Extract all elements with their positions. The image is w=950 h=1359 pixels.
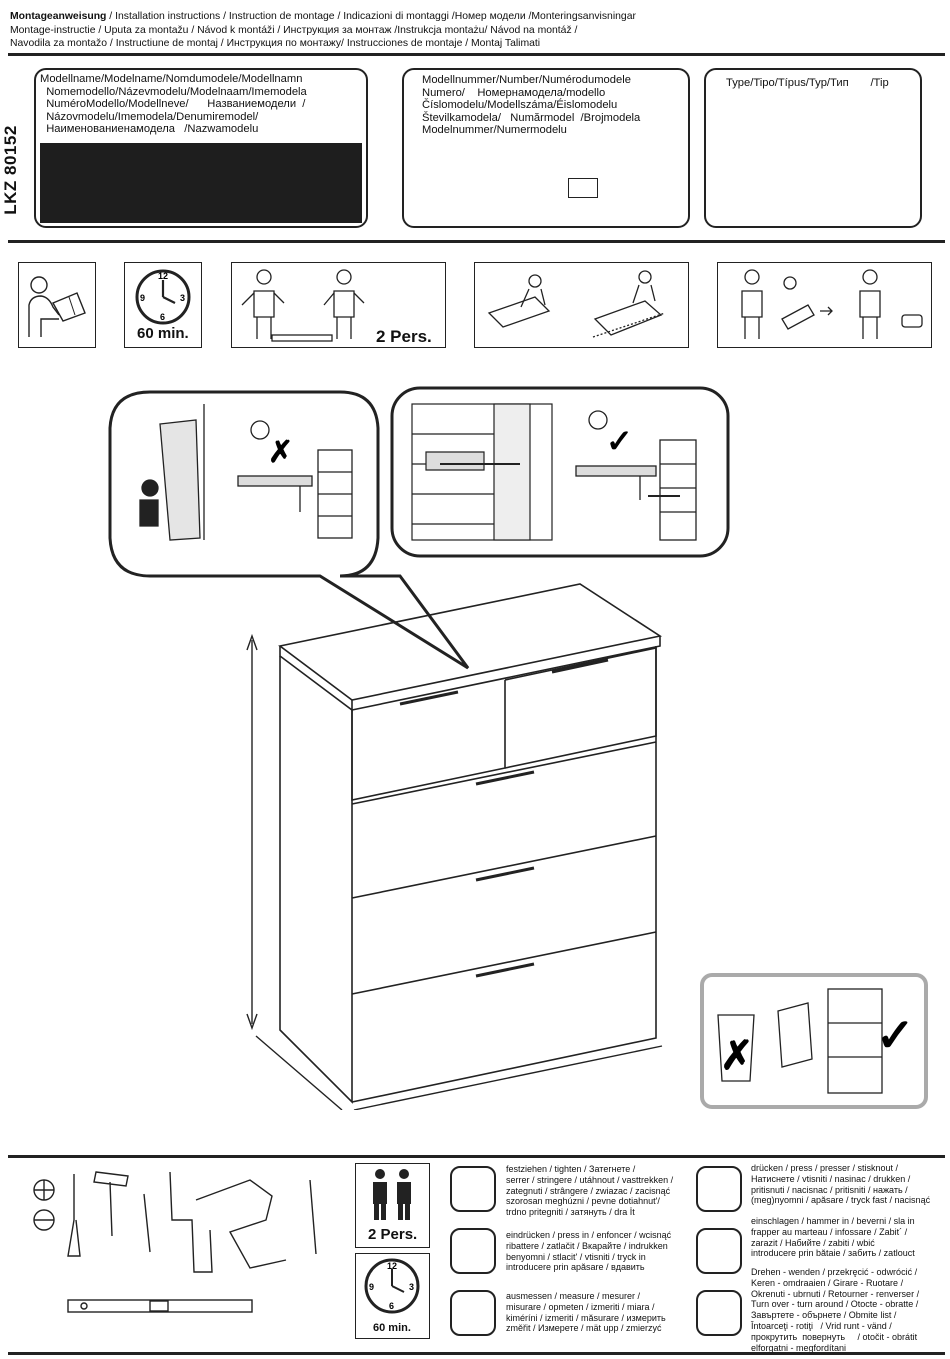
bottom-clock-icon: 12 3 6 9 [364, 1258, 420, 1314]
panel-two-persons: 2 Pers. [231, 262, 446, 348]
legend-turn-over: Drehen - wenden / przekręcić - odwrócić … [751, 1267, 920, 1353]
header-line-3: Navodila za montažo / Instructiune de mo… [10, 38, 541, 49]
panel-call-support [717, 262, 932, 348]
carry-carton-icon [487, 270, 666, 338]
bottom-clock-12: 12 [387, 1261, 397, 1271]
time-label: 60 min. [137, 325, 189, 342]
legend-hammer-in: einschlagen / hammer in / beverni / sla … [751, 1216, 915, 1259]
clock-9: 9 [140, 293, 145, 303]
legend-tighten: festziehen / tighten / Затегнете / serre… [506, 1164, 674, 1218]
model-number-box: Modellnummer/Number/Numérodumodele Numer… [402, 68, 690, 228]
two-workers-icon [241, 269, 365, 342]
correct-callout-bubble [390, 386, 730, 558]
bottom-persons-label: 2 Pers. [368, 1226, 418, 1243]
sad-face-icon [250, 420, 270, 440]
header-line-1: Montageanweisung / Installation instruct… [10, 10, 636, 23]
drill-icon [195, 1179, 287, 1269]
header-line-2: Montage-instructie / Uputa za montažu / … [10, 25, 578, 36]
correct-check-icon: ✓ [606, 423, 633, 459]
tools-illustration [33, 1171, 317, 1313]
clock-3: 3 [180, 293, 185, 303]
info-divider [8, 240, 945, 243]
tipping-furniture-icon [139, 404, 205, 541]
type-box: Type/Tipo/Típus/Typ/Тип /Tip [704, 68, 922, 228]
panel-read-instructions [18, 262, 96, 348]
hammer-in-icon [696, 1228, 742, 1274]
correct-bracket-icon [575, 439, 697, 541]
bottom-clock-6: 6 [389, 1301, 394, 1311]
discard-cross-icon: ✗ [720, 1034, 754, 1078]
reading-person-icon [28, 276, 86, 337]
header-title: Montageanweisung [10, 11, 107, 22]
dimension-arrows [246, 633, 663, 1110]
model-name-labels: Modellname/Modelname/Nomdumodele/Modelln… [40, 73, 307, 136]
panel-keep-instructions: ✗ ✓ [700, 973, 928, 1109]
clock-6: 6 [160, 312, 165, 322]
tape-measure-icon [169, 1171, 213, 1273]
wall-dowel-detail-icon [411, 403, 553, 541]
main-illustration: ✗ ✓ [108, 386, 730, 1110]
chest-of-drawers-drawing [278, 583, 663, 1104]
product-id: LKZ 80152 [0, 125, 20, 215]
wrong-cross-icon: ✗ [268, 436, 293, 469]
header-divider [8, 53, 945, 56]
keep-check-icon: ✓ [876, 1009, 915, 1061]
bottom-persons-box: 2 Pers. [355, 1163, 430, 1248]
bottom-time-label: 60 min. [373, 1322, 411, 1334]
press-hand-icon [696, 1166, 742, 1212]
wrong-bracket-icon [237, 449, 353, 539]
model-number-field [568, 178, 598, 198]
footer-divider [8, 1352, 945, 1355]
measure-icon [450, 1290, 496, 1336]
bottom-clock-3: 3 [409, 1282, 414, 1292]
file-instructions-icon: ✗ ✓ [717, 988, 915, 1094]
legend-measure: ausmessen / measure / mesurer / misurare… [506, 1291, 666, 1334]
help-phone-icon [741, 269, 923, 339]
panel-assembly-time: 12 3 6 9 60 min. [124, 262, 202, 348]
screwdriver-icon [67, 1174, 81, 1257]
tighten-icon [450, 1166, 496, 1212]
hammer-icon [93, 1171, 129, 1237]
turn-over-icon [696, 1290, 742, 1336]
pencil-icon [143, 1193, 151, 1253]
panel-lift-carefully [474, 262, 689, 348]
tools-divider [8, 1155, 945, 1158]
spirit-level-icon [67, 1299, 253, 1313]
happy-face-icon [588, 410, 608, 430]
legend-press: drücken / press / presser / stisknout / … [751, 1163, 931, 1206]
wrong-callout-bubble [108, 390, 470, 670]
clock-icon: 12 3 6 9 [135, 269, 191, 325]
bottom-time-box: 12 3 6 9 60 min. [355, 1253, 430, 1339]
persons-label: 2 Pers. [376, 327, 432, 346]
press-in-icon [450, 1228, 496, 1274]
model-number-labels: Modellnummer/Number/Numérodumodele Numer… [422, 74, 641, 137]
bottom-clock-9: 9 [369, 1282, 374, 1292]
clock-12: 12 [158, 271, 168, 281]
model-name-box: Modellname/Modelname/Nomdumodele/Modelln… [34, 68, 368, 228]
type-labels: Type/Tipo/Típus/Typ/Тип /Tip [726, 77, 889, 89]
header-title-translations: / Installation instructions / Instructio… [106, 11, 636, 22]
legend-press-in: eindrücken / press in / enfoncer / wcisn… [506, 1230, 672, 1273]
model-name-redaction [40, 143, 362, 223]
drill-bit-icon [309, 1179, 317, 1255]
two-persons-icon [373, 1169, 411, 1220]
